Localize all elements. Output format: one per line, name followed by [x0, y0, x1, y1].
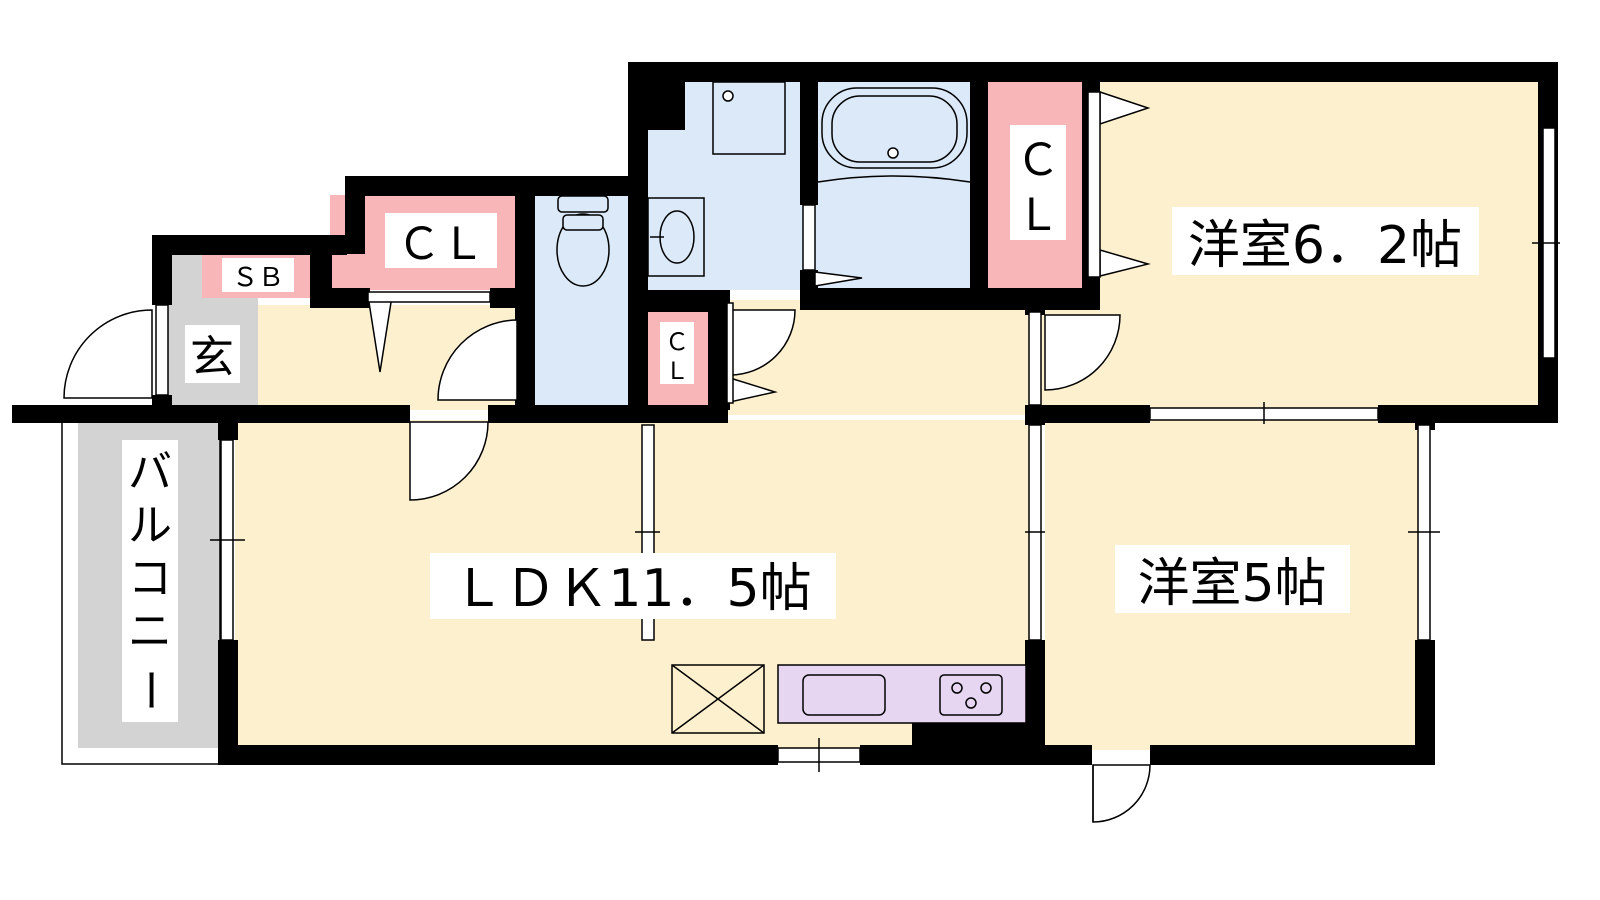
room-label-balcony-3: コ: [128, 553, 172, 604]
room-label-balcony-4: ニ: [128, 606, 172, 657]
door-swing-icon: [1044, 314, 1121, 391]
wall: [1378, 405, 1558, 423]
wall: [1030, 405, 1150, 423]
stove-icon: [939, 674, 1003, 716]
wall: [218, 745, 778, 765]
toilet-icon: [556, 195, 610, 287]
room-label-closet-small-c: Ｃ: [665, 328, 689, 356]
wall: [1150, 745, 1435, 765]
room-label-closet-big-c: Ｃ: [1016, 135, 1060, 186]
door-swing-icon: [729, 309, 796, 376]
door-swing-icon: [63, 309, 153, 399]
wall: [152, 235, 347, 255]
wall: [645, 82, 685, 130]
labels: ＬＤＫ11．5帖 洋室6．2帖 洋室5帖 玄 ＳＢ ＣＬ Ｃ Ｌ Ｃ Ｌ バ ル…: [122, 125, 1479, 722]
room-label-western-5: 洋室5帖: [1137, 554, 1326, 614]
wall: [970, 80, 988, 310]
door-swing-icon: [437, 319, 518, 401]
wall: [12, 405, 410, 423]
room-label-balcony-5: ー: [124, 668, 175, 712]
wall: [708, 290, 730, 410]
wall: [152, 395, 172, 407]
window-icon: [155, 304, 169, 396]
wall: [1415, 640, 1435, 765]
wall: [310, 288, 370, 308]
wall: [800, 80, 818, 205]
wall: [628, 62, 1558, 82]
door-swing-icon: [1092, 764, 1151, 823]
wall: [490, 288, 520, 308]
window-icon: [802, 204, 816, 271]
wall: [345, 176, 365, 254]
door-swing-icon: [814, 271, 863, 287]
room-label-balcony-2: ル: [128, 500, 172, 551]
room-label-shoebox: ＳＢ: [232, 263, 284, 293]
fixtures: [556, 81, 1027, 734]
wall: [1025, 405, 1045, 425]
wall: [345, 176, 630, 196]
room-label-closet-big-l: Ｌ: [1016, 190, 1060, 241]
wall: [628, 62, 648, 407]
wall: [515, 176, 535, 406]
wall: [1025, 640, 1045, 750]
doors: [63, 90, 1151, 823]
balcony-rail: [61, 421, 221, 765]
wall: [218, 640, 238, 765]
wall: [488, 405, 728, 423]
window-icon: [1028, 311, 1042, 406]
wall: [218, 420, 238, 440]
sink-icon: [802, 674, 886, 716]
door-swing-icon: [409, 421, 489, 501]
room-label-entrance: 玄: [190, 332, 234, 383]
bathtub-icon: [817, 87, 971, 183]
walls: [12, 62, 1558, 765]
room-label-ldk: ＬＤＫ11．5帖: [452, 559, 811, 619]
wall: [628, 290, 728, 312]
room-label-closet-hall: ＣＬ: [397, 219, 485, 270]
windows: [61, 127, 1560, 772]
wall: [800, 288, 1100, 310]
fridge-space-icon: [671, 664, 765, 734]
room-label-western-6-2: 洋室6．2帖: [1188, 216, 1462, 276]
wall: [152, 235, 172, 305]
wall: [912, 722, 1042, 752]
room-label-closet-small-l: Ｌ: [665, 357, 689, 385]
room-label-balcony-1: バ: [128, 447, 172, 498]
